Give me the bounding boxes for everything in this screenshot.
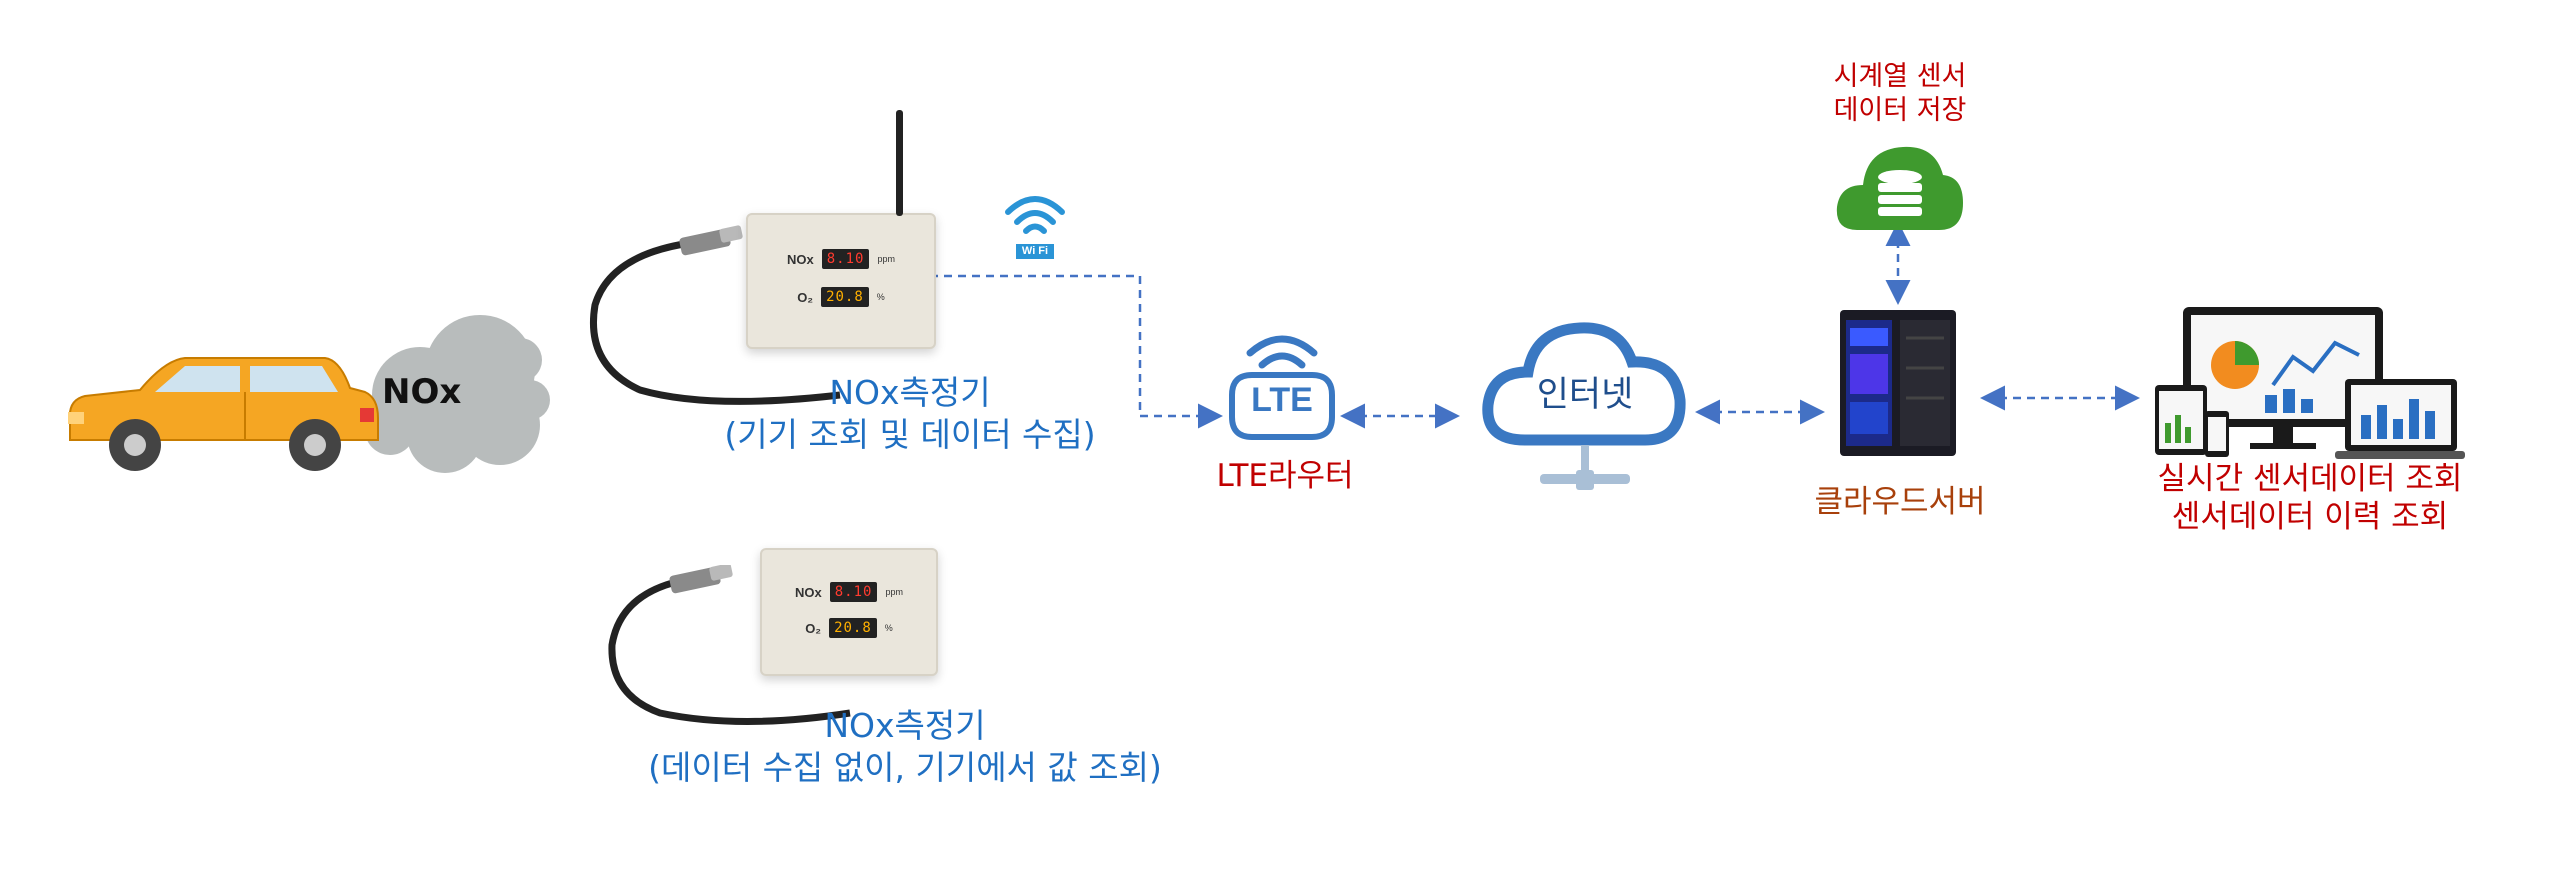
lte-router-text: LTE bbox=[1251, 381, 1313, 419]
o2-display-value: 20.8 bbox=[821, 287, 869, 307]
sensor-probe-top bbox=[590, 225, 841, 405]
nox-display-label: NOx bbox=[795, 584, 822, 600]
cloud-server bbox=[1836, 308, 1960, 458]
o2-display-unit: % bbox=[876, 292, 885, 302]
internet-cloud: 인터넷 bbox=[1480, 300, 1690, 500]
nox-meter-top: NOx 8.10 ppm O₂ 20.8 % bbox=[746, 110, 936, 349]
nox-meter-bottom: NOx 8.10 ppm O₂ 20.8 % bbox=[760, 548, 938, 676]
devices-icon bbox=[2155, 307, 2465, 459]
o2-display-label: O₂ bbox=[805, 620, 822, 636]
nox-meter-top-title: NOx측정기 bbox=[829, 373, 991, 412]
emission-label: NOx bbox=[382, 372, 462, 412]
lte-router: LTE bbox=[1222, 325, 1342, 445]
nox-display-value: 8.10 bbox=[821, 249, 870, 269]
cloud-server-label: 클라우드서버 bbox=[1814, 484, 1986, 520]
clients-label-line2: 센서데이터 이력 조회 bbox=[2171, 499, 2449, 535]
antenna bbox=[896, 110, 903, 216]
smoke-cloud bbox=[365, 315, 550, 473]
database-label: 시계열 센서 데이터 저장 bbox=[1780, 60, 2020, 128]
clients-label: 실시간 센서데이터 조회 센서데이터 이력 조회 bbox=[2130, 460, 2490, 536]
nox-display-unit: ppm bbox=[885, 587, 903, 597]
nox-meter-top-label: NOx측정기 (기기 조회 및 데이터 수집) bbox=[700, 372, 1120, 456]
nox-meter-top-subtitle: (기기 조회 및 데이터 수집) bbox=[724, 415, 1096, 454]
nox-meter-bottom-title: NOx측정기 bbox=[824, 706, 986, 745]
wifi-badge: Wi Fi bbox=[1016, 244, 1054, 259]
client-devices bbox=[2155, 305, 2465, 465]
nox-display-value: 8.10 bbox=[829, 582, 878, 602]
o2-display-value: 20.8 bbox=[829, 618, 877, 638]
database-icon bbox=[1836, 146, 1963, 230]
o2-display-unit: % bbox=[884, 623, 893, 633]
car-with-emissions: NOx bbox=[60, 300, 550, 480]
nox-display-label: NOx bbox=[787, 251, 814, 267]
sensor-probe-bottom bbox=[608, 565, 851, 725]
clients-label-line1: 실시간 센서데이터 조회 bbox=[2157, 461, 2463, 497]
database-label-line1: 시계열 센서 bbox=[1833, 61, 1967, 92]
server-tower-icon bbox=[1840, 310, 1956, 456]
nox-meter-bottom-label: NOx측정기 (데이터 수집 없이, 기기에서 값 조회) bbox=[620, 705, 1190, 789]
lte-router-label: LTE라우터 bbox=[1216, 458, 1354, 494]
database-group: 시계열 센서 데이터 저장 bbox=[1780, 60, 2020, 240]
internet-label: 인터넷 bbox=[1536, 375, 1634, 415]
o2-display-label: O₂ bbox=[797, 289, 814, 305]
cloud-icon bbox=[1482, 322, 1686, 490]
database-label-line2: 데이터 저장 bbox=[1833, 95, 1967, 126]
car-icon bbox=[68, 315, 550, 473]
nox-display-unit: ppm bbox=[877, 254, 895, 264]
nox-meter-bottom-subtitle: (데이터 수집 없이, 기기에서 값 조회) bbox=[648, 748, 1162, 787]
wifi-link-line bbox=[930, 274, 1223, 429]
wifi-icon: Wi Fi bbox=[1002, 190, 1068, 264]
lte-router-icon bbox=[1229, 335, 1335, 440]
